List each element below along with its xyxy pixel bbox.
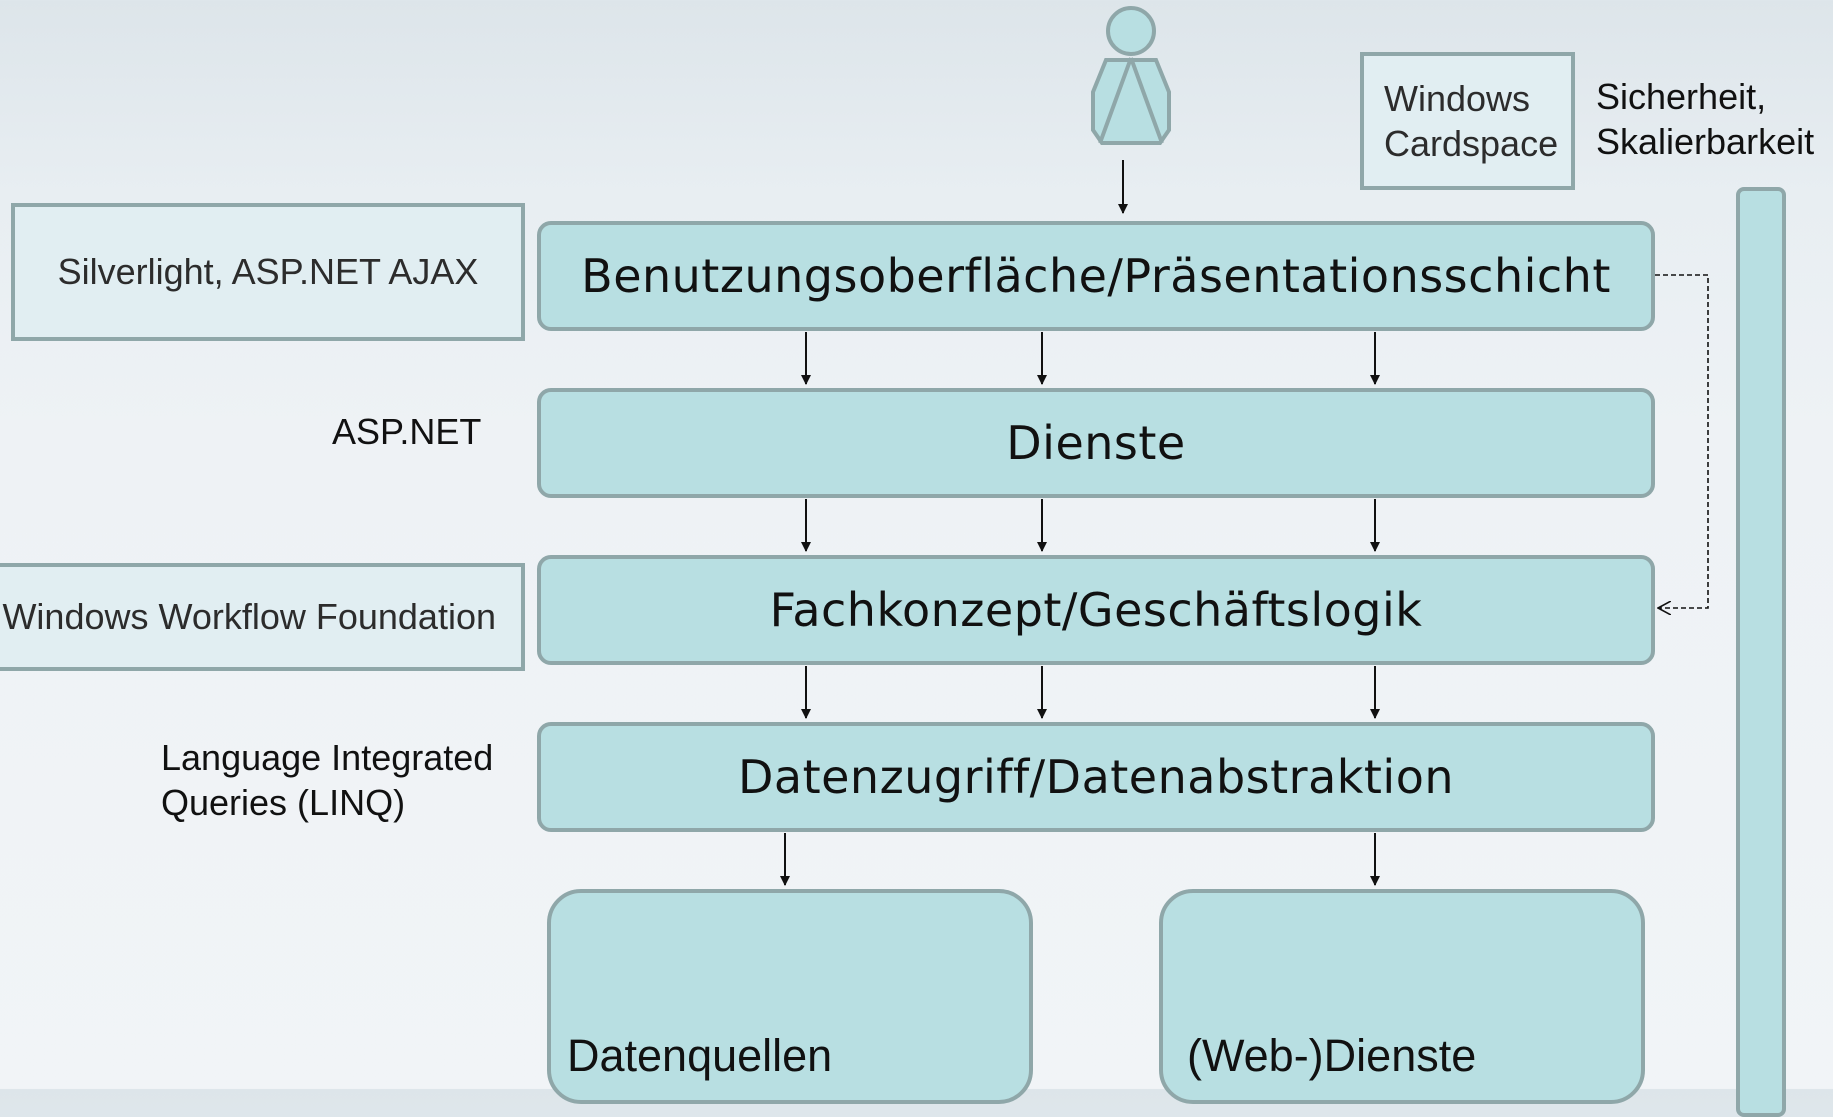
webservices-label: (Web-)Dienste (1187, 1030, 1477, 1081)
silverlight-box: Silverlight, ASP.NET AJAX (11, 203, 525, 341)
datasources-box (547, 889, 1033, 1104)
layer-data-access-label: Datenzugriff/Datenabstraktion (737, 750, 1455, 804)
workflow-box: Windows Workflow Foundation (0, 563, 525, 671)
security-label: Sicherheit, Skalierbarkeit (1596, 76, 1815, 162)
layer-services-label: Dienste (1006, 416, 1186, 470)
arrows-dataaccess-to-bottom (780, 833, 1380, 886)
layer-presentation-label: Benutzungsoberfläche/Präsentationsschich… (581, 249, 1611, 303)
aspnet-label: ASP.NET (332, 411, 482, 452)
layer-data-access: Datenzugriff/Datenabstraktion (537, 722, 1655, 832)
cardspace-label: Windows Cardspace (1384, 78, 1559, 164)
user-icon (1091, 6, 1171, 145)
layer-presentation: Benutzungsoberfläche/Präsentationsschich… (537, 221, 1655, 331)
arrows-business-to-dataaccess (801, 666, 1380, 719)
dashed-bypass-arrow (1655, 274, 1709, 608)
datasources-label: Datenquellen (567, 1030, 833, 1081)
arrows-presentation-to-services (801, 332, 1380, 385)
silverlight-label: Silverlight, ASP.NET AJAX (57, 251, 479, 292)
cardspace-box: Windows Cardspace (1360, 52, 1575, 190)
linq-label: Language Integrated Queries (LINQ) (161, 737, 494, 823)
layer-services: Dienste (537, 388, 1655, 498)
workflow-label: Windows Workflow Foundation (2, 596, 496, 637)
arrows-services-to-business (801, 499, 1380, 552)
security-bar (1736, 187, 1786, 1117)
layer-business-logic: Fachkonzept/Geschäftslogik (537, 555, 1655, 665)
layer-business-logic-label: Fachkonzept/Geschäftslogik (769, 583, 1423, 637)
